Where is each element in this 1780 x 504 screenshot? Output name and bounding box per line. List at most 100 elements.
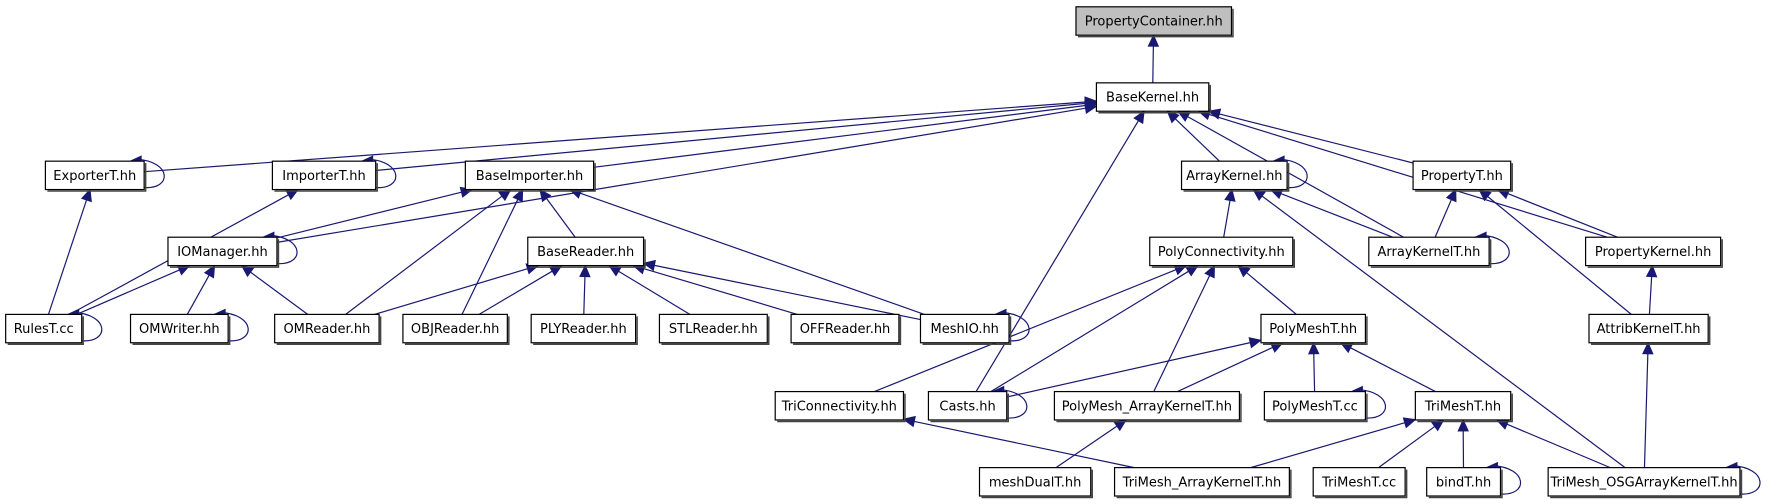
node-box[interactable] xyxy=(1263,390,1367,421)
node-shadow xyxy=(529,239,646,268)
node-label: TriMeshT.cc xyxy=(1321,475,1396,490)
node-label: bindT.hh xyxy=(1436,475,1491,490)
node-RulesT[interactable]: RulesT.cc xyxy=(5,313,84,346)
node-box[interactable] xyxy=(274,313,380,344)
node-PolyConnectivity[interactable]: PolyConnectivity.hh xyxy=(1149,236,1296,268)
node-box[interactable] xyxy=(129,313,229,344)
arrowhead-icon xyxy=(512,188,524,203)
node-box[interactable] xyxy=(1547,467,1741,497)
node-box[interactable] xyxy=(1584,236,1722,267)
node-PolyMeshTcc[interactable]: PolyMeshT.cc xyxy=(1263,390,1368,423)
node-meshDualT[interactable]: meshDualT.hh xyxy=(978,467,1093,499)
node-box[interactable] xyxy=(167,236,278,267)
node-box[interactable] xyxy=(1053,390,1241,421)
node-TriMeshOSGArrayKernelT[interactable]: TriMesh_OSGArrayKernelT.hh xyxy=(1547,467,1743,499)
edge-line xyxy=(1506,423,1611,469)
node-shadow xyxy=(7,316,84,346)
node-box[interactable] xyxy=(1412,160,1512,191)
node-box[interactable] xyxy=(919,313,1010,344)
node-ImporterT[interactable]: ImporterT.hh xyxy=(271,160,378,192)
node-BaseReader[interactable]: BaseReader.hh xyxy=(527,236,646,268)
node-label: PropertyContainer.hh xyxy=(1085,14,1223,29)
node-box[interactable] xyxy=(1180,160,1288,191)
node-box[interactable] xyxy=(44,160,145,191)
node-AttribKernelT[interactable]: AttribKernelT.hh xyxy=(1588,313,1711,346)
node-BaseImporter[interactable]: BaseImporter.hh xyxy=(464,160,596,192)
edge-PropertyT-to-BaseKernel xyxy=(1207,108,1414,164)
node-box[interactable] xyxy=(1113,467,1290,497)
node-PropertyT[interactable]: PropertyT.hh xyxy=(1412,160,1513,192)
node-box[interactable] xyxy=(658,313,768,344)
node-OFFReader[interactable]: OFFReader.hh xyxy=(790,313,902,346)
edge-Casts-to-BaseKernel xyxy=(975,110,1145,392)
edge-ArrayKernel-to-BaseKernel xyxy=(1166,110,1220,162)
edge-line xyxy=(1153,275,1211,392)
node-OMWriter[interactable]: OMWriter.hh xyxy=(129,313,231,346)
node-box[interactable] xyxy=(1426,467,1502,497)
node-box[interactable] xyxy=(1414,390,1512,421)
node-box[interactable] xyxy=(1260,313,1367,344)
node-bindT[interactable]: bindT.hh xyxy=(1426,467,1503,499)
node-shadow xyxy=(1266,393,1368,423)
edge-Casts-to-PolyConnectivity xyxy=(990,264,1199,393)
node-box[interactable] xyxy=(271,160,377,191)
node-box[interactable] xyxy=(1588,313,1709,344)
node-box[interactable] xyxy=(1075,6,1233,36)
arrowhead-icon xyxy=(1402,417,1417,429)
edge-TriMeshArrayKernelT-to-TriConnectivity xyxy=(902,415,1135,469)
node-label: PropertyT.hh xyxy=(1421,169,1503,184)
node-TriMeshTcc[interactable]: TriMeshT.cc xyxy=(1312,467,1408,499)
node-PropertyKernel[interactable]: PropertyKernel.hh xyxy=(1584,236,1723,268)
node-box[interactable] xyxy=(927,390,1008,421)
node-box[interactable] xyxy=(790,313,900,344)
node-box[interactable] xyxy=(5,313,83,344)
arrowhead-icon xyxy=(608,264,622,277)
node-PLYReader[interactable]: PLYReader.hh xyxy=(530,313,638,346)
edge-OBJReader-to-BaseImporter xyxy=(461,188,524,315)
edge-IOManager-to-BaseImporter xyxy=(276,186,474,239)
node-BaseKernel[interactable]: BaseKernel.hh xyxy=(1095,82,1212,114)
node-TriMeshArrayKernelT[interactable]: TriMesh_ArrayKernelT.hh xyxy=(1113,467,1292,499)
node-ArrayKernel[interactable]: ArrayKernel.hh xyxy=(1180,160,1290,192)
node-MeshIO[interactable]: MeshIO.hh xyxy=(919,313,1012,346)
edge-line xyxy=(1006,342,1251,398)
node-label: PropertyKernel.hh xyxy=(1595,245,1711,260)
node-PolyMeshArrayKernelT[interactable]: PolyMesh_ArrayKernelT.hh xyxy=(1053,390,1242,423)
edge-OMWriter-to-IOManager xyxy=(186,264,216,315)
node-box[interactable] xyxy=(978,467,1092,497)
node-ExporterT[interactable]: ExporterT.hh xyxy=(44,160,147,192)
node-ArrayKernelT[interactable]: ArrayKernelT.hh xyxy=(1368,236,1492,268)
node-OMReader[interactable]: OMReader.hh xyxy=(274,313,382,346)
node-IOManager[interactable]: IOManager.hh xyxy=(167,236,280,268)
edge-line xyxy=(579,192,925,315)
node-box[interactable] xyxy=(464,160,595,191)
edge-line xyxy=(478,270,553,315)
node-OBJReader[interactable]: OBJReader.hh xyxy=(402,313,510,346)
node-box[interactable] xyxy=(1312,467,1406,497)
node-box[interactable] xyxy=(1149,236,1294,267)
node-box[interactable] xyxy=(402,313,508,344)
node-shadow xyxy=(981,469,1093,499)
node-PropertyContainer[interactable]: PropertyContainer.hh xyxy=(1075,6,1234,38)
node-label: PolyMeshT.cc xyxy=(1272,399,1358,414)
arrowhead-icon xyxy=(1147,33,1160,47)
node-box[interactable] xyxy=(530,313,637,344)
node-box[interactable] xyxy=(774,390,905,421)
edge-line xyxy=(47,199,88,315)
edge-TriMeshArrayKernelT-to-TriMeshThh xyxy=(1250,417,1417,469)
node-Casts[interactable]: Casts.hh xyxy=(927,390,1009,423)
arrowhead-icon xyxy=(1204,264,1215,279)
node-label: OFFReader.hh xyxy=(800,322,891,337)
node-PolyMeshThh[interactable]: PolyMeshT.hh xyxy=(1260,313,1368,346)
node-box[interactable] xyxy=(1368,236,1490,267)
node-shadow xyxy=(533,316,638,346)
node-shadow xyxy=(1428,469,1503,499)
edge-PolyMeshArrayKernelT-to-PolyMeshThh xyxy=(1177,342,1284,393)
node-TriConnectivity[interactable]: TriConnectivity.hh xyxy=(774,390,906,423)
node-box[interactable] xyxy=(527,236,645,267)
node-TriMeshThh[interactable]: TriMeshT.hh xyxy=(1414,390,1513,423)
node-box[interactable] xyxy=(1095,82,1210,112)
node-STLReader[interactable]: STLReader.hh xyxy=(658,313,770,346)
node-shadow xyxy=(1315,469,1408,499)
